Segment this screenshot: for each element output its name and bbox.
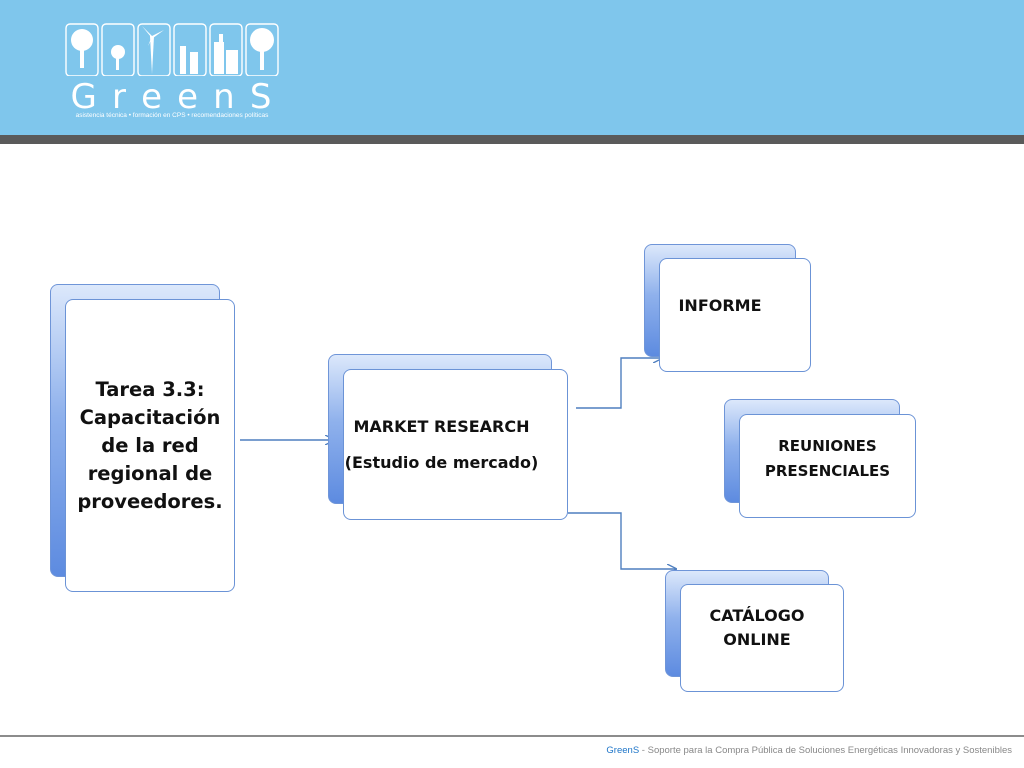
reuniones-line: REUNIONES (778, 437, 877, 455)
footer-divider (0, 735, 1024, 737)
task-line: de la red (101, 433, 199, 457)
arrow-market-to-informe (576, 358, 662, 409)
market-line: (Estudio de mercado) (344, 452, 539, 472)
logo-letter: S (249, 77, 274, 117)
task-line: Capacitación (79, 405, 221, 429)
task-line: Tarea 3.3: (95, 377, 205, 401)
header-divider-bar (0, 135, 1024, 144)
reuniones-node-text: REUNIONES PRESENCIALES (765, 434, 890, 484)
logo-skyline-icon (65, 23, 279, 76)
logo-letter: n (213, 77, 237, 117)
logo-letter: r (112, 77, 128, 117)
logo-letter: e (177, 77, 201, 117)
informe-label: INFORME (678, 295, 762, 315)
footer-caption: GreenS - Soporte para la Compra Pública … (606, 745, 1012, 756)
reuniones-node: REUNIONES PRESENCIALES (739, 414, 916, 518)
logo-tagline: asistencia técnica • formación en CPS • … (75, 112, 269, 119)
task-node-text: Tarea 3.3: Capacitación de la red region… (77, 376, 222, 516)
market-node-text: MARKET RESEARCH (Estudio de mercado) (345, 409, 539, 481)
logo-letter: G (70, 77, 99, 117)
greens-logo: G r e e n S asistencia técnica • formaci… (64, 16, 280, 122)
footer-brand: GreenS (606, 745, 640, 756)
footer-description: - Soporte para la Compra Pública de Solu… (639, 745, 1012, 756)
task-line: regional de (87, 461, 213, 485)
catalogo-line: CATÁLOGO (709, 606, 805, 625)
catalogo-node-text: CATÁLOGO ONLINE (710, 604, 805, 652)
catalogo-line: ONLINE (723, 630, 791, 649)
market-node: MARKET RESEARCH (Estudio de mercado) (343, 369, 568, 520)
market-line: MARKET RESEARCH (353, 416, 530, 436)
header-banner: G r e e n S asistencia técnica • formaci… (0, 0, 1024, 135)
arrow-market-to-catalogo (568, 512, 676, 569)
logo-letter: e (141, 77, 165, 117)
logo-wordmark: G r e e n S (64, 70, 280, 124)
task-line: proveedores. (77, 489, 223, 513)
catalogo-node: CATÁLOGO ONLINE (680, 584, 844, 692)
informe-node: INFORME (659, 258, 811, 372)
reuniones-line: PRESENCIALES (764, 462, 891, 480)
task-node: Tarea 3.3: Capacitación de la red region… (65, 299, 235, 592)
